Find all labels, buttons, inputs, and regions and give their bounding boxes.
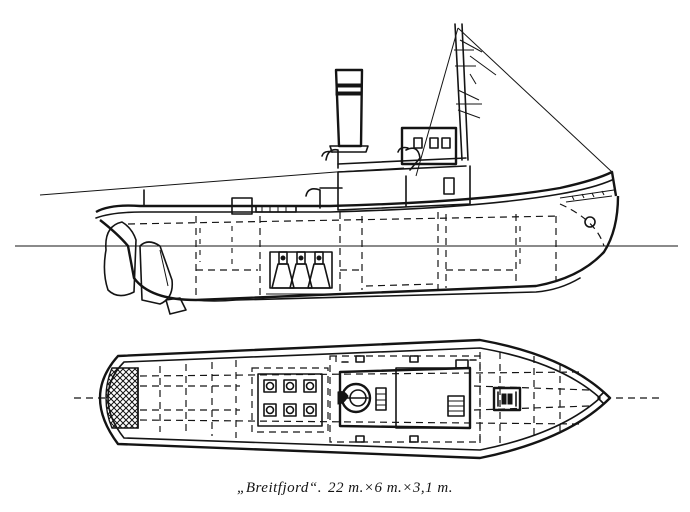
porthole — [584, 216, 596, 228]
caption-dimensions: 22 m.×6 m.×3,1 m. — [328, 480, 453, 496]
engine — [266, 251, 338, 295]
plan-hull-outline — [98, 338, 612, 460]
ventilators — [321, 146, 421, 171]
plan-bow-fittings — [492, 386, 611, 412]
skylight — [251, 367, 329, 433]
plan-view — [74, 338, 664, 460]
profile-view — [15, 23, 678, 315]
plan-funnel — [337, 382, 372, 414]
figure-caption: „Breitfjord“. 22 m.×6 m.×3,1 m. — [0, 480, 690, 497]
internal-compartments — [127, 212, 561, 298]
hull — [95, 170, 620, 315]
plan-deckhouse — [329, 355, 481, 443]
funnel — [329, 68, 369, 153]
stern-grating — [105, 367, 139, 429]
deck-planking — [139, 352, 591, 444]
mast — [454, 23, 482, 161]
caption-vessel-name: „Breitfjord“. — [237, 480, 322, 496]
rigging-lines — [39, 27, 613, 196]
